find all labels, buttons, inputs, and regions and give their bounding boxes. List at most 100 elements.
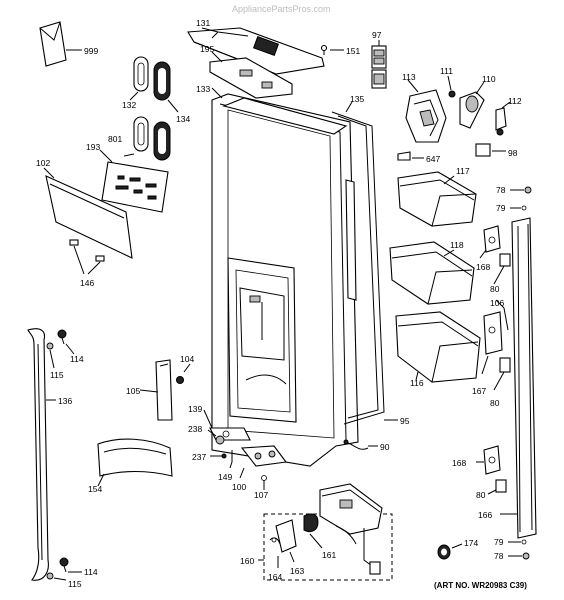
part-174-fitting [437, 543, 463, 560]
part-97-bracket [371, 40, 387, 89]
callout-801: 801 [108, 134, 122, 144]
callout-112: 112 [508, 96, 522, 106]
callout-132: 132 [122, 100, 136, 110]
part-132-134-gaskets [129, 56, 179, 161]
callout-149: 149 [218, 472, 232, 482]
callout-151: 151 [346, 46, 360, 56]
callout-80-bottom: 80 [476, 490, 486, 500]
callout-174: 174 [464, 538, 478, 548]
callout-168-top: 168 [476, 262, 490, 272]
callout-154: 154 [88, 484, 102, 494]
callout-135: 135 [350, 94, 364, 104]
callout-79-top: 79 [496, 203, 506, 213]
callout-237: 237 [192, 452, 206, 462]
part-149-pin [229, 450, 233, 469]
callout-78-bottom: 78 [494, 551, 504, 561]
callout-238: 238 [188, 424, 202, 434]
part-106-screw [495, 299, 509, 331]
callout-131: 131 [196, 18, 210, 28]
callout-166: 166 [478, 510, 492, 520]
callout-647: 647 [426, 154, 440, 164]
callout-104: 104 [180, 354, 194, 364]
part-136-handle [27, 328, 56, 581]
callout-113: 113 [402, 72, 416, 82]
part-100-module [239, 445, 288, 479]
callout-79-bottom: 79 [494, 537, 504, 547]
part-135-door-gasket [331, 101, 385, 425]
callout-95: 95 [400, 416, 410, 426]
part-166-door-rail [500, 217, 537, 539]
part-195-control-board [209, 51, 293, 99]
callout-110: 110 [482, 74, 496, 84]
callout-118: 118 [450, 240, 464, 250]
callout-114-top: 114 [70, 354, 84, 364]
part-151-screw [320, 44, 344, 55]
part-95-90-seal-wire [343, 419, 398, 450]
part-116-door-bin [395, 311, 481, 383]
part-238-gear [207, 429, 225, 445]
part-113-housing [405, 79, 447, 143]
part-999-manual [39, 21, 82, 67]
part-146-clip [69, 239, 105, 275]
part-117-door-bin [397, 171, 477, 227]
callout-90: 90 [380, 442, 390, 452]
callout-193: 193 [86, 142, 100, 152]
callout-115-top: 115 [50, 370, 64, 380]
callout-97: 97 [372, 30, 382, 40]
callout-111: 111 [440, 66, 453, 76]
part-163-164-bracket [269, 519, 297, 568]
callout-107: 107 [254, 490, 268, 500]
part-114-115-screws-top [46, 329, 75, 369]
part-114-115-screws-bottom [46, 557, 82, 581]
callout-105: 105 [126, 386, 140, 396]
part-side-rail [345, 179, 357, 301]
part-98-clip [475, 143, 506, 157]
part-102-dispenser-cover [43, 167, 133, 259]
part-167-hinge [481, 311, 511, 391]
part-154-dispenser-paddle [97, 438, 173, 487]
part-168-80-hinge-lower [476, 445, 507, 495]
callout-80-top: 80 [490, 284, 500, 294]
callout-133: 133 [196, 84, 210, 94]
part-133-door-body [211, 87, 359, 467]
callout-100: 100 [232, 482, 246, 492]
callout-117: 117 [456, 166, 470, 176]
part-motor-assembly [319, 483, 383, 575]
callout-98: 98 [508, 148, 518, 158]
callout-167: 167 [472, 386, 486, 396]
part-168-80-hinge-upper [479, 225, 511, 285]
part-111-nut [447, 75, 456, 98]
part-78-79-fasteners-bottom [508, 539, 530, 560]
part-107-screw [261, 475, 267, 490]
part-118-door-bin [389, 241, 475, 305]
callout-139: 139 [188, 404, 202, 414]
callout-163: 163 [290, 566, 304, 576]
callout-160: 160 [240, 556, 254, 566]
callout-134: 134 [176, 114, 190, 124]
part-131-top-cover [187, 27, 325, 75]
part-78-79-fasteners-top [510, 186, 532, 211]
part-161-motor [303, 513, 323, 549]
callout-114-bottom: 114 [84, 567, 98, 577]
callout-136: 136 [58, 396, 72, 406]
callout-168-bottom: 168 [452, 458, 466, 468]
callout-78-top: 78 [496, 185, 506, 195]
art-number: (ART NO. WR20983 C39) [434, 581, 527, 590]
callout-106: 106 [490, 298, 504, 308]
callout-102: 102 [36, 158, 50, 168]
callout-195: 195 [200, 44, 214, 54]
part-110-motor [459, 81, 485, 129]
callout-116: 116 [410, 378, 424, 388]
callout-164: 164 [268, 572, 282, 582]
callout-161: 161 [322, 550, 336, 560]
part-647-clip [397, 151, 424, 161]
callout-80-mid: 80 [490, 398, 500, 408]
callout-999: 999 [84, 46, 98, 56]
part-112-switch [495, 101, 511, 136]
callout-labels: 999 131 151 97 195 132 134 133 135 113 1… [36, 18, 522, 589]
callout-115-bottom: 115 [68, 579, 82, 589]
part-104-105-switch [139, 359, 191, 421]
part-237-clip [210, 453, 227, 459]
